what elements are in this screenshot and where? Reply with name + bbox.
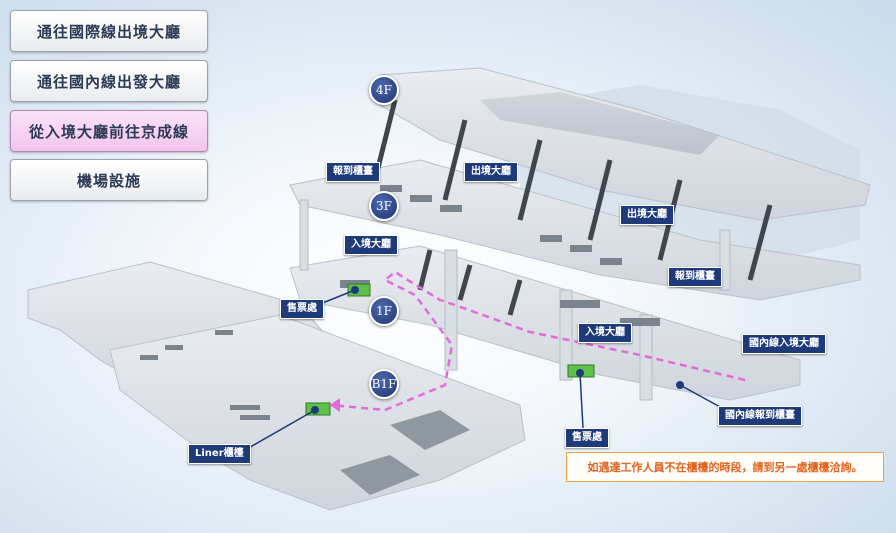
3f-slab — [289, 159, 861, 301]
4f-roof-canopy — [480, 92, 720, 155]
b1f-block-2 — [340, 455, 420, 495]
label-ticket-office-lower: 售票處 — [565, 428, 609, 448]
route-to-keisei-line — [329, 270, 746, 412]
floor-badge-1f: 1F — [369, 296, 399, 326]
label-ticket-office-upper: 售票處 — [280, 299, 324, 319]
label-checkin-3f: 報到櫃臺 — [668, 267, 722, 287]
leader-lines — [244, 289, 723, 451]
label-departure-4f: 出境大廳 — [464, 162, 518, 182]
marker-dots — [311, 286, 684, 414]
label-arrival-hall-1f: 入境大廳 — [344, 235, 398, 255]
b1f-block-1 — [390, 410, 470, 450]
floor-badge-4f: 4F — [369, 75, 399, 105]
menu-domestic-departure[interactable]: 通往國內線出發大廳 — [10, 60, 208, 102]
label-departure-3f: 出境大廳 — [620, 205, 674, 225]
route-arrow — [330, 398, 340, 412]
staff-notice: 如遇達工作人員不在櫃檯的時段，請到另一處櫃檯洽詢。 — [566, 452, 884, 482]
label-arrival-hall-right: 入境大廳 — [578, 323, 632, 343]
menu-arrival-to-keisei[interactable]: 從入境大廳前往京成線 — [10, 110, 208, 152]
menu-intl-departure[interactable]: 通往國際線出境大廳 — [10, 10, 208, 52]
label-domestic-checkin: 國內線報到櫃臺 — [718, 406, 802, 426]
menu-airport-facilities[interactable]: 機場設施 — [10, 159, 208, 201]
floor-badge-3f: 3F — [369, 191, 399, 221]
label-liner-counter: Liner櫃檯 — [188, 444, 251, 464]
floor-badge-b1f: B1F — [369, 369, 399, 399]
label-checkin-4f: 報到櫃臺 — [326, 162, 380, 182]
label-domestic-arrival: 國內線入境大廳 — [742, 334, 826, 354]
